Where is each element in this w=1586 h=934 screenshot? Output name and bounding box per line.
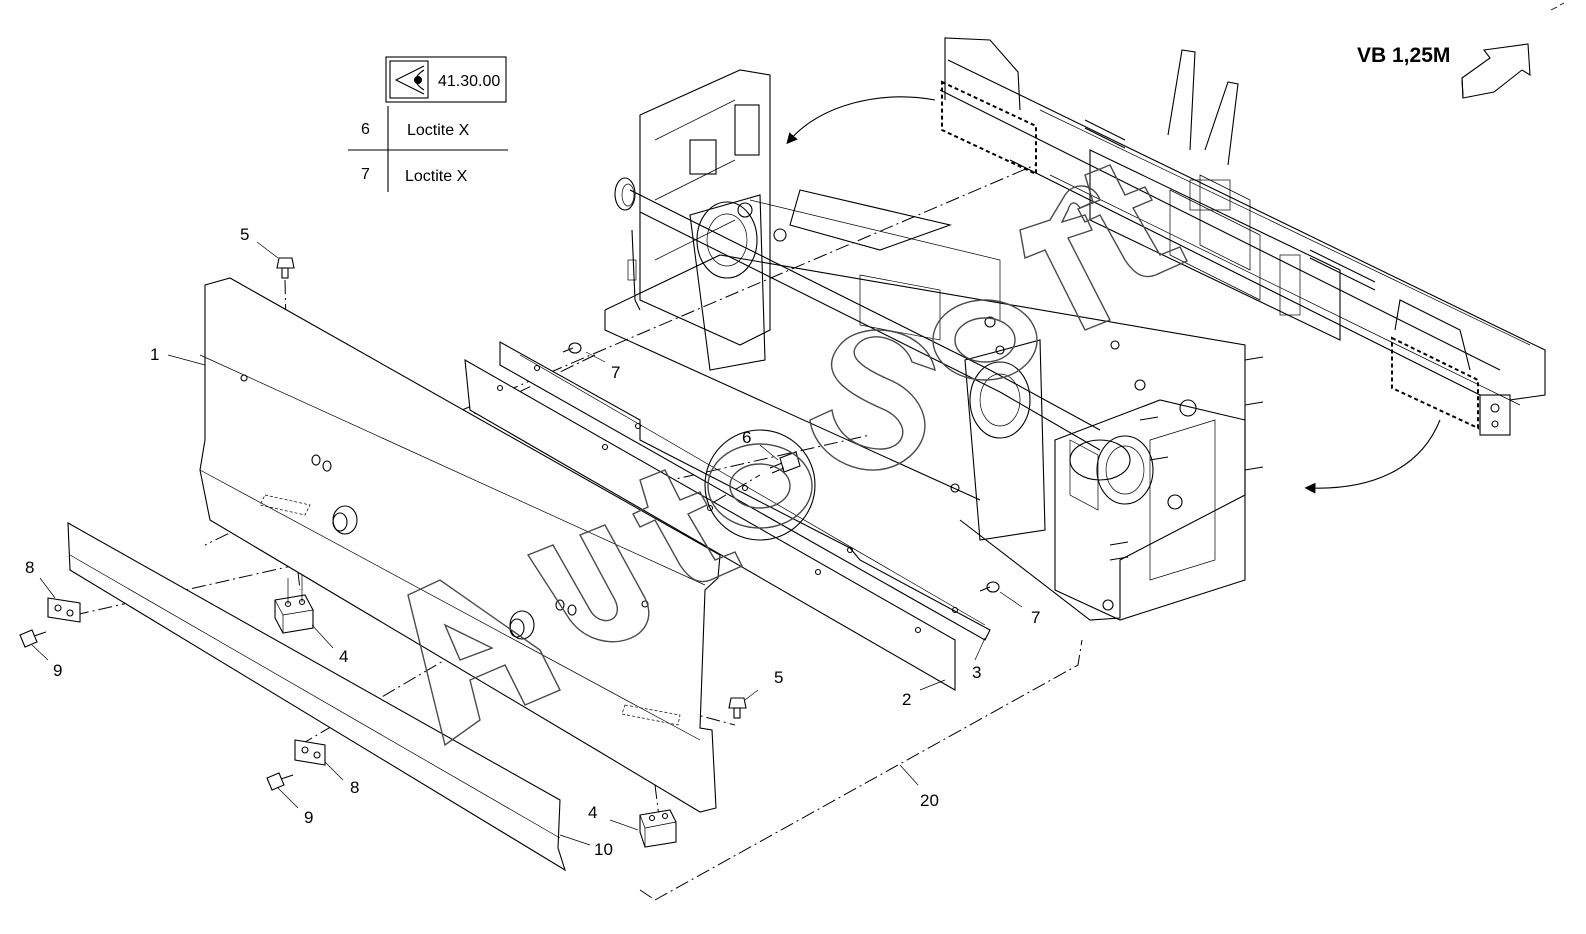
callout-10: 10 xyxy=(594,840,613,859)
note-6-text: Loctite X xyxy=(407,122,470,139)
view-label: VB 1,25M xyxy=(1357,44,1450,67)
eye-view-icon xyxy=(394,65,425,95)
reference-code: 41.30.00 xyxy=(438,73,500,90)
leader-lines xyxy=(31,241,1023,846)
bolt-part-9b xyxy=(266,772,294,791)
callout-9b: 9 xyxy=(304,808,313,827)
callout-5b: 5 xyxy=(774,668,783,687)
screw-part-7a xyxy=(562,342,582,354)
callout-20: 20 xyxy=(920,791,939,810)
spacer-part-4b xyxy=(639,809,677,848)
callout-8b: 8 xyxy=(350,778,359,797)
screw-part-7b xyxy=(979,581,1000,593)
callout-6: 6 xyxy=(742,428,751,447)
callout-3: 3 xyxy=(972,663,981,682)
bolt-part-5a xyxy=(276,257,295,279)
view-direction-arrow-icon xyxy=(1461,43,1531,99)
callouts: 1 2 3 4 4 5 5 6 7 7 8 8 9 9 10 20 xyxy=(25,225,1040,859)
note-7-number: 7 xyxy=(361,166,370,183)
bolt-part-9a xyxy=(19,629,47,648)
bracket-part-8a xyxy=(47,597,81,623)
callout-7b: 7 xyxy=(1031,608,1040,627)
callout-4a: 4 xyxy=(339,647,348,666)
view-direction: VB 1,25M xyxy=(1357,2,1565,99)
reference-box xyxy=(385,56,507,103)
guard-panel-part-1 xyxy=(199,277,721,813)
callout-9a: 9 xyxy=(53,661,62,680)
spacer-part-4a xyxy=(274,575,314,634)
lower-strip-part-10 xyxy=(67,522,566,872)
callout-4b: 4 xyxy=(588,803,597,822)
strip-part-2 xyxy=(464,358,956,691)
callout-2: 2 xyxy=(902,690,911,709)
detail-circle xyxy=(704,429,816,541)
watermark-graphic xyxy=(407,164,1188,747)
bolt-part-5b xyxy=(728,697,747,719)
machine-assembly xyxy=(604,37,1546,621)
reference-table: 41.30.00 6 Loctite X 7 Loctite X xyxy=(348,56,508,192)
callout-8a: 8 xyxy=(25,558,34,577)
bracket-part-8b xyxy=(294,739,326,766)
screw-part-6 xyxy=(769,451,801,474)
callout-7a: 7 xyxy=(611,363,620,382)
note-7-text: Loctite X xyxy=(405,168,468,185)
callout-5a: 5 xyxy=(240,225,249,244)
removal-arrow-lower xyxy=(1304,419,1441,494)
callout-1: 1 xyxy=(150,345,159,364)
note-6-number: 6 xyxy=(361,121,370,138)
removal-arrow-upper xyxy=(786,96,936,145)
strip-part-3 xyxy=(499,341,991,641)
